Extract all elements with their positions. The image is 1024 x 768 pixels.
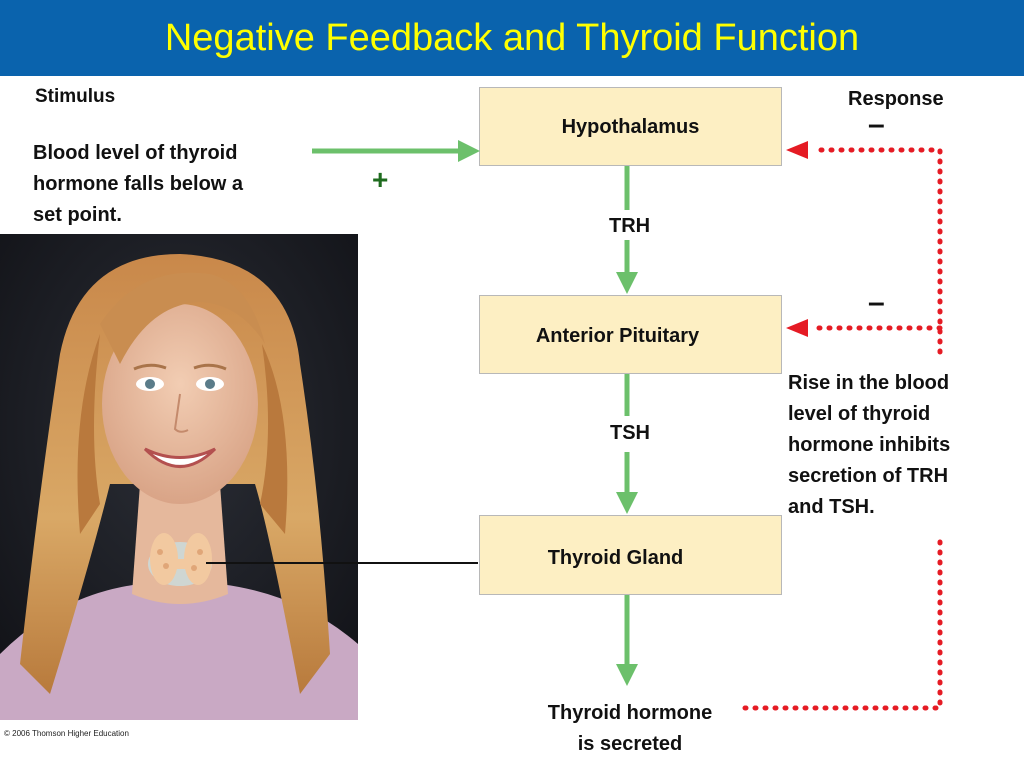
anterior-pituitary-label: Anterior Pituitary <box>535 325 700 347</box>
anterior-pituitary-box <box>479 295 782 374</box>
minus-sign-top: – <box>868 108 885 141</box>
response-label: Response <box>848 88 944 110</box>
thyroid-gland-label: Thyroid Gland <box>547 547 684 569</box>
hypothalamus-box <box>479 87 782 166</box>
output-arrow <box>616 595 638 686</box>
stimulus-line: Blood level of thyroid <box>33 142 238 164</box>
title-bar <box>0 0 1024 76</box>
slide-title: Negative Feedback and Thyroid Function <box>164 17 860 59</box>
response-line: level of thyroid <box>788 403 931 425</box>
hypothalamus-label: Hypothalamus <box>561 116 700 138</box>
stimulus-label: Stimulus <box>35 86 116 107</box>
response-text: Rise in the blood level of thyroid hormo… <box>788 368 950 523</box>
stimulus-arrow <box>312 140 480 162</box>
woman-photo <box>0 234 358 720</box>
trh-arrow <box>616 166 638 294</box>
thyroid-gland-box <box>479 515 782 595</box>
tsh-arrow <box>616 374 638 514</box>
feedback-arrowhead-pituitary <box>786 319 808 337</box>
copyright-text: © 2006 Thomson Higher Education <box>4 729 129 738</box>
output-line: is secreted <box>577 733 683 755</box>
feedback-arrowhead-hypothalamus <box>786 141 808 159</box>
response-line: hormone inhibits <box>788 434 951 456</box>
plus-sign: + <box>372 164 389 195</box>
tsh-label: TSH <box>610 422 650 444</box>
stimulus-line: hormone falls below a <box>33 173 244 195</box>
output-text: Thyroid hormone is secreted <box>520 698 740 760</box>
minus-sign-middle: – <box>868 286 885 319</box>
stimulus-text: Blood level of thyroid hormone falls bel… <box>33 138 243 231</box>
response-line: secretion of TRH <box>788 465 949 487</box>
response-line: and TSH. <box>788 496 875 518</box>
stimulus-line: set point. <box>33 204 122 226</box>
woman-illustration <box>0 234 358 720</box>
output-line: Thyroid hormone <box>547 702 713 724</box>
feedback-loop <box>742 147 943 711</box>
trh-label: TRH <box>609 215 651 237</box>
response-line: Rise in the blood <box>788 372 950 394</box>
